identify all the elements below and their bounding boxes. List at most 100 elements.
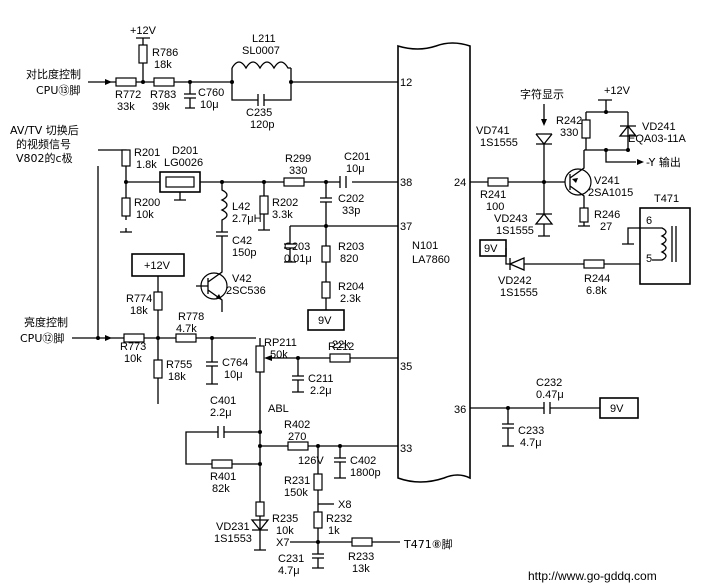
svg-text:2.3k: 2.3k — [340, 293, 361, 305]
svg-text:R755: R755 — [166, 359, 192, 371]
bright-label: 亮度控制 — [24, 315, 68, 329]
svg-text:120p: 120p — [250, 119, 274, 131]
svg-text:126V: 126V — [298, 455, 324, 467]
pin36-section: C232 0.47μ 9V C233 4.7μ — [470, 377, 639, 449]
svg-text:50k: 50k — [270, 349, 288, 361]
svg-text:C203: C203 — [284, 241, 310, 253]
svg-text:R772: R772 — [115, 89, 141, 101]
svg-text:1S1555: 1S1555 — [496, 225, 534, 237]
svg-text:C233: C233 — [518, 425, 544, 437]
svg-text:R204: R204 — [338, 281, 364, 293]
svg-text:X7: X7 — [276, 537, 289, 549]
avtv-label-3: V802的c极 — [16, 151, 73, 165]
svg-text:R202: R202 — [272, 197, 298, 209]
ic-pin-12: 12 — [400, 77, 412, 89]
svg-text:150p: 150p — [232, 247, 256, 259]
svg-text:X8: X8 — [338, 499, 351, 511]
svg-text:R241: R241 — [480, 189, 506, 201]
svg-text:270: 270 — [288, 431, 306, 443]
svg-text:C202: C202 — [338, 193, 364, 205]
svg-text:C401: C401 — [210, 395, 236, 407]
avtv-label-2: 的视频信号 — [16, 137, 71, 151]
svg-text:1S1555: 1S1555 — [480, 137, 518, 149]
svg-text:4.7μ: 4.7μ — [278, 565, 300, 577]
svg-text:10μ: 10μ — [224, 369, 243, 381]
svg-text:L42: L42 — [232, 201, 250, 213]
svg-text:33k: 33k — [117, 101, 135, 113]
svg-text:R246: R246 — [594, 209, 620, 221]
svg-text:C211: C211 — [308, 373, 333, 385]
avtv-label-1: AV/TV 切换后 — [10, 123, 79, 137]
svg-text:RP211: RP211 — [264, 337, 297, 349]
svg-text:820: 820 — [340, 253, 358, 265]
svg-text:4.7k: 4.7k — [176, 323, 197, 335]
svg-text:10μ: 10μ — [200, 99, 219, 111]
svg-text:C764: C764 — [222, 357, 248, 369]
svg-text:D201: D201 — [172, 145, 198, 157]
svg-text:C760: C760 — [198, 87, 224, 99]
supply-9v-c: 9V — [610, 403, 624, 415]
svg-text:2SC536: 2SC536 — [226, 285, 266, 297]
svg-text:27: 27 — [600, 221, 612, 233]
ic-n101: N101 LA7860 12 38 37 35 33 24 36 — [397, 42, 471, 483]
ic-name: N101 — [412, 240, 438, 252]
svg-text:V241: V241 — [594, 175, 620, 187]
svg-text:0.01μ: 0.01μ — [284, 253, 312, 265]
svg-text:VD242: VD242 — [498, 275, 532, 287]
svg-text:R212: R212 — [328, 341, 354, 353]
svg-text:R200: R200 — [134, 197, 160, 209]
svg-text:33p: 33p — [342, 205, 360, 217]
supply-12v-box: +12V — [144, 260, 171, 272]
svg-text:C402: C402 — [350, 455, 376, 467]
svg-text:1800p: 1800p — [350, 467, 381, 479]
svg-text:6.8k: 6.8k — [586, 285, 607, 297]
svg-text:330: 330 — [560, 127, 578, 139]
svg-text:18k: 18k — [130, 305, 148, 317]
svg-text:2SA1015: 2SA1015 — [588, 187, 633, 199]
ic-part: LA7860 — [412, 254, 450, 266]
char-label: 字符显示 — [520, 87, 564, 101]
abl-label: ABL — [268, 403, 289, 415]
website-watermark: http://www.go-gddq.com — [528, 569, 657, 583]
y-output-label: -Y 输出 — [646, 155, 681, 169]
svg-text:22k: 22k — [332, 339, 350, 351]
svg-text:R401: R401 — [210, 471, 236, 483]
svg-text:100: 100 — [486, 201, 504, 213]
svg-text:VD741: VD741 — [476, 125, 510, 137]
svg-text:2.2μ: 2.2μ — [310, 385, 332, 397]
svg-text:2.7μH: 2.7μH — [232, 213, 262, 225]
bright-cpu-pin: CPU⑫脚 — [20, 331, 64, 345]
svg-text:18k: 18k — [168, 371, 186, 383]
contrast-section: 对比度控制 CPU⑬脚 R772 33k R783 39k +12V R786 … — [26, 25, 398, 131]
svg-text:1k: 1k — [328, 525, 340, 537]
svg-text:3.3k: 3.3k — [272, 209, 293, 221]
svg-text:R235: R235 — [272, 513, 298, 525]
svg-text:1.8k: 1.8k — [136, 159, 157, 171]
svg-text:R783: R783 — [150, 89, 176, 101]
svg-text:6: 6 — [646, 215, 652, 227]
svg-text:R773: R773 — [120, 341, 146, 353]
svg-text:R778: R778 — [178, 311, 204, 323]
svg-text:0.47μ: 0.47μ — [536, 389, 564, 401]
svg-text:1S1555: 1S1555 — [500, 287, 538, 299]
svg-text:L211: L211 — [252, 33, 276, 45]
svg-text:R244: R244 — [584, 273, 610, 285]
svg-text:R402: R402 — [284, 419, 310, 431]
svg-text:VD243: VD243 — [494, 213, 528, 225]
svg-text:R242: R242 — [556, 115, 582, 127]
svg-text:R299: R299 — [285, 153, 311, 165]
ic-pin-33: 33 — [400, 443, 412, 455]
svg-text:10k: 10k — [136, 209, 154, 221]
svg-text:VD231: VD231 — [216, 521, 250, 533]
svg-text:82k: 82k — [212, 483, 230, 495]
svg-text:LG0026: LG0026 — [164, 157, 203, 169]
svg-text:2.2μ: 2.2μ — [210, 407, 232, 419]
video-input-section: AV/TV 切换后 的视频信号 V802的c极 R201 1.8k R200 1… — [10, 123, 398, 340]
svg-text:10k: 10k — [276, 525, 294, 537]
supply-9v-b: 9V — [484, 243, 498, 255]
svg-text:10k: 10k — [124, 353, 142, 365]
ic-pin-36: 36 — [454, 404, 466, 416]
t471-pin8-label: T471⑧脚 — [403, 537, 453, 551]
y-output-section: 字符显示 VD741 1S1555 R241 100 VD243 1S1555 … — [470, 85, 691, 299]
svg-text:SL0007: SL0007 — [242, 45, 280, 57]
